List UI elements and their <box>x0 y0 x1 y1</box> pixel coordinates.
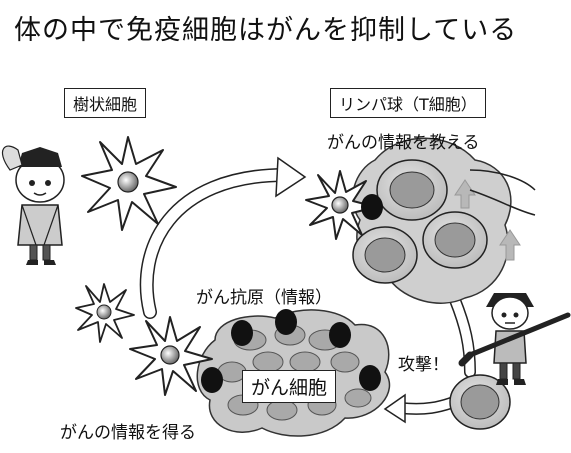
t-cell-cluster-icon <box>352 137 521 304</box>
attack-label: 攻撃！ <box>398 355 449 375</box>
dendritic-cell-label: 樹状細胞 <box>64 88 147 118</box>
dendritic-cell-presenting-icon <box>305 170 383 240</box>
dendritic-cell-attached-icon <box>129 316 213 396</box>
dendritic-cell-icon <box>81 136 177 231</box>
vessel-lines-icon <box>469 169 536 216</box>
dendritic-cell-small-icon <box>75 283 135 343</box>
curved-arrow-down-icon <box>449 294 476 378</box>
t-cell-attacking-icon <box>449 374 511 430</box>
soldier-character-icon <box>458 293 571 385</box>
cancer-antigen-label: がん抗原（情報） <box>196 288 332 308</box>
page-title: 体の中で免疫細胞はがんを抑制している <box>14 15 518 46</box>
cancer-cell-label: がん細胞 <box>242 370 337 403</box>
lymphocyte-label: リンパ球（T細胞） <box>330 88 486 118</box>
get-info-label: がんの情報を得る <box>60 423 196 443</box>
teach-info-label: がんの情報を教える <box>327 133 480 153</box>
samurai-character-icon <box>1 145 65 265</box>
curved-arrow-icon <box>139 156 307 319</box>
